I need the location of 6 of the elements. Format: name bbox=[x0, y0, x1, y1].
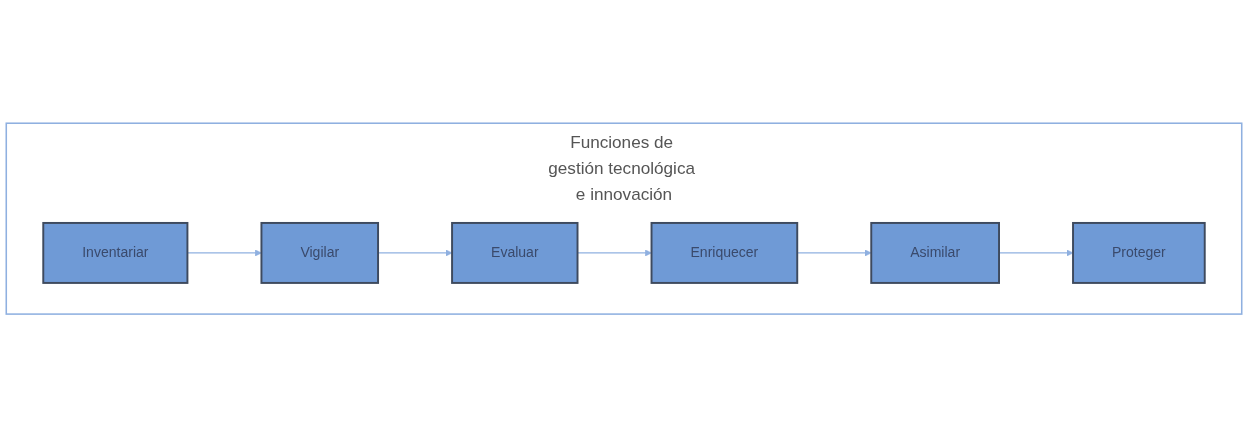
node-box: Vigilar bbox=[260, 221, 380, 284]
node-box: Asimilar bbox=[870, 221, 1000, 284]
node-box: Proteger bbox=[1072, 221, 1206, 284]
node-box: Enriquecer bbox=[650, 221, 799, 284]
node-box: Inventariar bbox=[42, 221, 189, 284]
node-box: Evaluar bbox=[451, 221, 579, 284]
